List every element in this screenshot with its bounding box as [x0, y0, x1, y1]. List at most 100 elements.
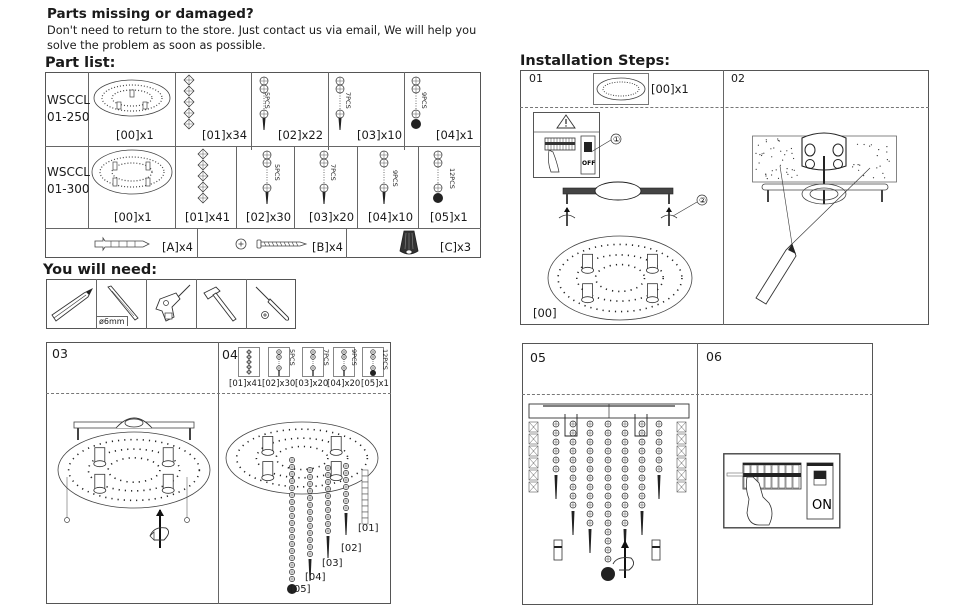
bead-glyph: [586, 510, 594, 518]
pcs-label: 9PCS: [350, 349, 358, 366]
model-line-2: 01-300: [47, 182, 90, 196]
pcs-label: 12PCS: [448, 168, 456, 189]
bead-glyph: [289, 562, 295, 568]
bead-glyph: [638, 483, 646, 491]
socket-glyph: [553, 539, 563, 561]
concrete-speckle: [876, 167, 878, 169]
bead-glyph: [307, 488, 313, 494]
concrete-speckle: [775, 169, 777, 171]
col-divider: [175, 146, 176, 228]
bead-glyph: [259, 84, 269, 94]
square-crystal-strand-icon: [183, 74, 195, 130]
part-list-title: Part list:: [45, 55, 116, 71]
panel-border: [520, 70, 929, 325]
bead-glyph: [604, 555, 612, 563]
bead-glyph: [552, 465, 560, 473]
square-crystal-strand-icon: [238, 347, 260, 377]
part-label: [01]x41: [185, 210, 231, 224]
callout-label: [03]: [322, 558, 343, 569]
concrete-speckle: [870, 144, 872, 146]
square-crystal-strand-icon: [197, 148, 209, 204]
bead-glyph: [307, 551, 313, 557]
concrete-speckle: [796, 174, 798, 176]
square-crystal-glyph: [361, 487, 369, 495]
bead-glyph: [638, 474, 646, 482]
drop-crystal-glyph: [338, 118, 342, 130]
concrete-speckle: [777, 138, 779, 140]
plate-dot-ring: [557, 243, 683, 313]
bead-glyph: [569, 474, 577, 482]
bead-glyph: [638, 501, 646, 509]
concrete-speckle: [771, 156, 773, 158]
bead-glyph: [341, 349, 347, 355]
diamond-crystal-glyph: [183, 118, 195, 130]
part-label: [01]x41: [229, 379, 263, 389]
plate-outline: [547, 235, 693, 321]
canopy-plate-icon: [91, 149, 173, 195]
concrete-speckle: [782, 159, 784, 161]
bead-glyph: [655, 456, 663, 464]
concrete-speckle: [872, 177, 875, 179]
bead-glyph: [569, 420, 577, 428]
bead-glyph: [552, 438, 560, 446]
bead-glyph: [259, 109, 269, 119]
part-label: [05]x1: [430, 210, 468, 224]
bead-glyph: [307, 523, 313, 529]
bead-glyph: [411, 84, 421, 94]
bead-glyph: [586, 420, 594, 428]
bead-glyph: [289, 478, 295, 484]
bead-glyph: [289, 457, 295, 463]
pcs-label: 7PCS: [322, 349, 330, 366]
concrete-speckle: [852, 166, 854, 168]
bead-glyph: [569, 456, 577, 464]
square-crystal-glyph: [361, 511, 369, 519]
bead-glyph: [604, 519, 612, 527]
diamond-crystal-glyph: [197, 159, 209, 171]
drop-crystal-glyph: [262, 118, 266, 130]
bead-glyph: [341, 354, 347, 360]
bead-glyph: [586, 492, 594, 500]
concrete-speckle: [882, 172, 884, 174]
bead-glyph: [569, 429, 577, 437]
bead-glyph: [325, 479, 331, 485]
bead-glyph: [289, 548, 295, 554]
square-crystal-glyph: [361, 493, 369, 501]
step-number: 03: [52, 346, 68, 361]
bead-glyph: [343, 498, 349, 504]
drop-crystal-glyph: [344, 513, 348, 535]
plate-dot-ring: [255, 437, 349, 479]
plate-dot-ring: [235, 428, 369, 488]
concrete-speckle: [779, 164, 781, 166]
plate-outline: [225, 421, 379, 495]
hardware-label: [B]x4: [312, 240, 343, 254]
bead-glyph: [325, 465, 331, 471]
bead-glyph: [638, 492, 646, 500]
bead-glyph: [604, 528, 612, 536]
bead-glyph: [655, 429, 663, 437]
col-divider: [197, 228, 198, 258]
diamond-crystal-glyph: [183, 107, 195, 119]
bead-glyph: [586, 429, 594, 437]
concrete-speckle: [765, 139, 767, 141]
concrete-speckle: [886, 151, 888, 153]
col-divider: [146, 279, 147, 329]
bead-strand-drop-icon: [333, 347, 355, 377]
square-crystal-glyph: [361, 481, 369, 489]
concrete-speckle: [793, 169, 795, 171]
col-divider: [251, 72, 252, 150]
model-line-1: WSCCL: [47, 93, 90, 107]
col-divider: [96, 279, 97, 329]
bead-strand-drop-icon: [335, 76, 345, 130]
part-label: [01]x34: [202, 128, 248, 142]
bead-glyph: [325, 500, 331, 506]
concrete-speckle: [786, 171, 788, 173]
callout-label: [02]: [341, 543, 362, 554]
plate-dot-ring: [87, 448, 181, 492]
bead-glyph: [604, 447, 612, 455]
concrete-speckle: [765, 141, 767, 143]
bead-glyph: [621, 429, 629, 437]
bead-glyph: [289, 464, 295, 470]
bead-glyph: [621, 474, 629, 482]
bracket-glyph: [564, 414, 648, 437]
bead-glyph: [335, 84, 345, 94]
